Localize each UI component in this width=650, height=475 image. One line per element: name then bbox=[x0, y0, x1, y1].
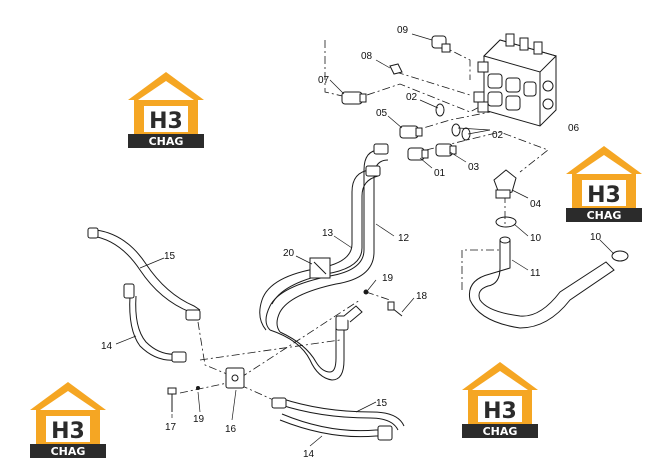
hose-clamp-10 bbox=[495, 216, 629, 262]
label-07: 07 bbox=[318, 75, 330, 86]
clip-08 bbox=[389, 63, 403, 75]
label-19-right: 19 bbox=[382, 273, 394, 284]
block-16 bbox=[225, 367, 245, 389]
label-01: 01 bbox=[434, 168, 446, 179]
label-10-center: 10 bbox=[530, 233, 542, 244]
label-04: 04 bbox=[530, 199, 542, 210]
watermark-mark: H3 bbox=[587, 183, 621, 208]
watermark-logo-top-left: H3 CHAG bbox=[128, 72, 204, 148]
watermark-mark: H3 bbox=[483, 399, 517, 424]
hose-14-left bbox=[123, 283, 187, 363]
control-valve-block bbox=[473, 33, 557, 127]
label-14-bottom: 14 bbox=[303, 449, 315, 460]
adapter-07 bbox=[341, 91, 367, 105]
hose-15-bottom bbox=[271, 397, 405, 431]
label-18: 18 bbox=[416, 291, 428, 302]
bolt-17 bbox=[167, 387, 177, 412]
elbow-fitting-09 bbox=[431, 35, 451, 53]
elbow-fitting-04 bbox=[493, 169, 517, 199]
bracket-20 bbox=[309, 257, 331, 279]
watermark-text: CHAG bbox=[587, 209, 622, 222]
label-05: 05 bbox=[376, 108, 388, 119]
seal-ring-02 bbox=[435, 103, 471, 141]
adapter-03 bbox=[435, 143, 457, 157]
label-15-left: 15 bbox=[164, 251, 176, 262]
part-labels: 09 08 07 02 05 06 02 01 03 04 10 10 11 1… bbox=[101, 25, 602, 460]
label-17: 17 bbox=[165, 422, 177, 433]
watermark-logo-bottom-left: H3 CHAG bbox=[30, 382, 106, 458]
adapter-05 bbox=[399, 125, 423, 139]
label-12: 12 bbox=[398, 233, 410, 244]
label-02-top: 02 bbox=[406, 92, 418, 103]
label-02-right: 02 bbox=[492, 130, 504, 141]
label-20: 20 bbox=[283, 248, 295, 259]
label-03: 03 bbox=[468, 162, 480, 173]
suction-hose-11 bbox=[468, 236, 615, 329]
watermark-text: CHAG bbox=[149, 135, 184, 148]
watermark-mark: H3 bbox=[51, 419, 85, 444]
label-11: 11 bbox=[530, 268, 541, 279]
watermark-mark: H3 bbox=[149, 109, 183, 134]
label-08: 08 bbox=[361, 51, 373, 62]
watermark-text: CHAG bbox=[51, 445, 86, 458]
hose-15-left bbox=[87, 227, 201, 321]
watermark-text: CHAG bbox=[483, 425, 518, 438]
label-13: 13 bbox=[322, 228, 334, 239]
bolt-18 bbox=[387, 301, 403, 317]
label-15-bottom: 15 bbox=[376, 398, 388, 409]
label-10-right: 10 bbox=[590, 232, 602, 243]
adapter-01 bbox=[407, 147, 429, 161]
watermark-logo-bottom-right: H3 CHAG bbox=[462, 362, 538, 438]
washer-19 bbox=[196, 289, 369, 390]
watermark-logo-right: H3 CHAG bbox=[566, 146, 642, 222]
label-19-left: 19 bbox=[193, 414, 205, 425]
leader-lines bbox=[115, 33, 615, 447]
label-06: 06 bbox=[568, 123, 580, 134]
label-09: 09 bbox=[397, 25, 409, 36]
label-16: 16 bbox=[225, 424, 237, 435]
label-14-left: 14 bbox=[101, 341, 113, 352]
hose-14-bottom bbox=[279, 413, 393, 441]
